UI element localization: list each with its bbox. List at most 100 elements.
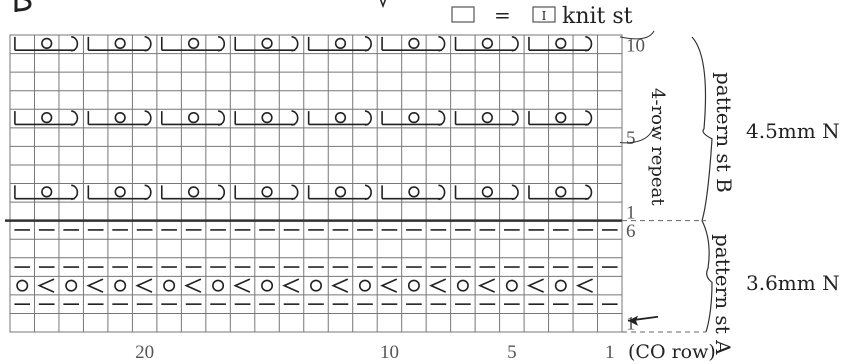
- yarn-over-symbol: [114, 279, 127, 292]
- title-fragment: [14, 0, 32, 12]
- motif-unit: [381, 110, 446, 126]
- slip-symbol: [511, 184, 519, 201]
- yarn-over-symbol: [261, 37, 273, 49]
- slip-symbol: [217, 184, 226, 201]
- motif-unit: [14, 36, 79, 52]
- k2tog-symbol: [478, 278, 496, 293]
- repeat-bracket: [619, 126, 655, 144]
- yarn-over-symbol: [310, 279, 322, 292]
- slip-symbol: [438, 36, 446, 52]
- k2tog-symbol: [575, 278, 593, 293]
- slip-symbol: [291, 110, 299, 126]
- motif-unit: [454, 184, 519, 201]
- motif-unit: [307, 110, 372, 126]
- slip-symbol: [291, 184, 299, 201]
- pattern-a-label: pattern st A: [711, 234, 735, 355]
- yarn-over-symbol: [16, 279, 29, 292]
- pattern-a-brace: [701, 220, 713, 333]
- motif-unit: [234, 110, 299, 126]
- slip-symbol: [144, 184, 152, 201]
- co-row-label: (CO row): [628, 341, 716, 363]
- yarn-over-symbol: [481, 37, 493, 49]
- slip-symbol: [217, 110, 226, 126]
- yarn-over-symbol: [41, 37, 53, 49]
- slip-symbol: [585, 184, 593, 201]
- motif-unit: [234, 184, 299, 201]
- motif-unit: [160, 36, 226, 52]
- slip-symbol: [71, 110, 79, 126]
- column-number: 1: [605, 342, 615, 363]
- slip-symbol: [364, 110, 372, 126]
- k2tog-symbol: [331, 278, 349, 293]
- stitch-symbols: [14, 36, 618, 305]
- yarn-over-symbol: [41, 186, 53, 198]
- motif-unit: [14, 110, 79, 126]
- slip-symbol: [291, 36, 299, 52]
- motif-unit: [87, 36, 152, 52]
- title-fragment: [379, 0, 387, 9]
- yarn-over-symbol: [555, 37, 567, 49]
- row-number: 5: [626, 128, 636, 149]
- k2tog-symbol: [184, 278, 202, 293]
- yarn-over-symbol: [114, 37, 126, 49]
- slip-symbol: [364, 36, 372, 52]
- slip-symbol: [511, 110, 519, 126]
- pattern-b-needle: 4.5mm N: [746, 119, 840, 143]
- repeat-label: 4-row repeat: [647, 88, 668, 206]
- k2tog-symbol: [429, 278, 447, 293]
- motif-unit: [528, 184, 593, 201]
- k2tog-symbol: [233, 278, 251, 293]
- yarn-over-symbol: [334, 186, 347, 198]
- motif-unit: [381, 184, 446, 201]
- yarn-over-symbol: [163, 279, 176, 292]
- k2tog-symbol: [282, 278, 300, 293]
- yarn-over-symbol: [114, 186, 126, 198]
- slip-symbol: [71, 184, 79, 201]
- yarn-over-symbol: [187, 186, 200, 198]
- slip-symbol: [364, 184, 372, 201]
- k2tog-symbol: [37, 278, 55, 293]
- chart-grid: [9, 34, 623, 333]
- yarn-over-symbol: [187, 37, 200, 49]
- yarn-over-symbol: [505, 279, 518, 292]
- motif-unit: [454, 110, 519, 126]
- slip-symbol: [585, 36, 593, 52]
- yarn-over-symbol: [407, 279, 420, 292]
- motif-unit: [307, 184, 372, 201]
- motif-unit: [160, 110, 226, 126]
- motif-unit: [528, 110, 593, 126]
- yarn-over-symbol: [212, 279, 225, 292]
- k2tog-symbol: [526, 278, 544, 293]
- yarn-over-symbol: [65, 279, 78, 292]
- row-number: 6: [626, 221, 636, 242]
- yarn-over-symbol: [408, 37, 420, 49]
- legend-text: knit st: [562, 4, 633, 29]
- yarn-over-symbol: [261, 279, 274, 292]
- column-number: 10: [380, 342, 399, 363]
- k2tog-symbol: [86, 278, 104, 293]
- yarn-over-symbol: [358, 279, 371, 292]
- yarn-over-symbol: [114, 111, 126, 124]
- repeat-bracket: [619, 30, 655, 40]
- legend-equals: =: [494, 3, 511, 27]
- yarn-over-symbol: [334, 37, 347, 49]
- yarn-over-symbol: [554, 279, 567, 292]
- motif-unit: [87, 184, 152, 201]
- slip-symbol: [438, 110, 446, 126]
- row-number: 1: [626, 314, 636, 335]
- motif-unit: [307, 36, 372, 52]
- yarn-over-symbol: [555, 186, 567, 198]
- yarn-over-symbol: [555, 111, 567, 124]
- yarn-over-symbol: [408, 186, 420, 198]
- k2tog-symbol: [135, 278, 153, 293]
- motif-unit: [528, 36, 593, 52]
- legend-knit-symbol: I: [542, 9, 547, 23]
- column-number: 20: [135, 342, 154, 363]
- slip-symbol: [71, 36, 79, 52]
- arrow-head: [628, 315, 638, 326]
- slip-symbol: [585, 110, 593, 126]
- slip-symbol: [511, 36, 519, 52]
- yarn-over-symbol: [187, 111, 200, 124]
- pattern-b-label: pattern st B: [712, 72, 736, 193]
